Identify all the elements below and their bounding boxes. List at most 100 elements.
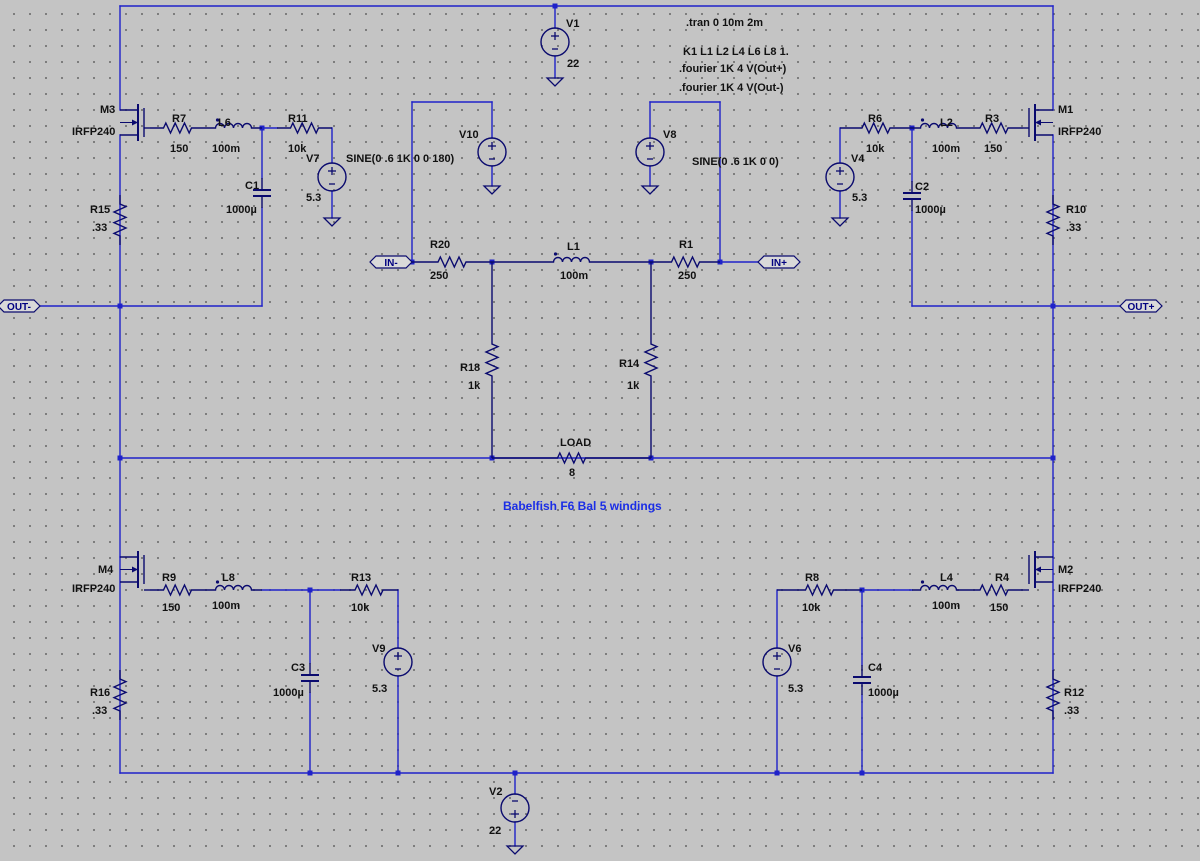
in-minus-port	[369, 255, 413, 269]
r6-resistor	[840, 121, 912, 135]
v8-designator: V8	[663, 129, 676, 141]
r10-value: .33	[1066, 222, 1081, 234]
m4-value: IRFP240	[72, 583, 115, 595]
v1-value: 22	[567, 58, 579, 70]
r13-designator: R13	[351, 572, 371, 584]
v6-source	[762, 647, 792, 677]
l8-designator: L8	[222, 572, 235, 584]
v10-source	[477, 137, 507, 167]
r1-value: 250	[678, 270, 696, 282]
components	[0, 27, 1163, 855]
c2-designator: C2	[915, 181, 929, 193]
v8-source	[635, 137, 665, 167]
c1-capacitor	[253, 178, 271, 208]
r6-designator: R6	[868, 113, 882, 125]
v4-designator: V4	[851, 153, 865, 165]
r20-designator: R20	[430, 239, 450, 251]
in-minus-port-label: IN-	[384, 258, 397, 269]
r10-designator: R10	[1066, 204, 1086, 216]
c3-designator: C3	[291, 662, 305, 674]
v4-source	[825, 162, 855, 192]
v1-source	[540, 27, 570, 57]
c3-capacitor	[301, 663, 319, 693]
spice-directive: K1 L1 L2 L4 L6 L8 1.	[683, 46, 789, 58]
r4-designator: R4	[995, 572, 1010, 584]
r9-resistor	[150, 583, 205, 597]
r9-value: 150	[162, 602, 180, 614]
c4-value: 1000µ	[868, 687, 899, 699]
c1-designator: C1	[245, 180, 259, 192]
r9-designator: R9	[162, 572, 176, 584]
v8-ground	[640, 185, 660, 195]
l4-value: 100m	[932, 600, 960, 612]
v6-designator: V6	[788, 643, 801, 655]
v7-ground	[322, 217, 342, 227]
out-plus-port-label: OUT+	[1128, 302, 1155, 313]
c2-value: 1000µ	[915, 204, 946, 216]
r1-resistor	[651, 255, 720, 269]
m3-value: IRFP240	[72, 126, 115, 138]
r8-designator: R8	[805, 572, 819, 584]
l2-value: 100m	[932, 143, 960, 155]
load-designator: LOAD	[560, 437, 591, 449]
r4-value: 150	[990, 602, 1008, 614]
v10-value: SINE(0 .6 1K 0 0 180)	[346, 153, 455, 165]
v2-ground	[505, 845, 525, 855]
r20-resistor	[412, 255, 492, 269]
v8-value: SINE(0 .6 1K 0 0)	[692, 156, 779, 168]
r13-value: 10k	[351, 602, 370, 614]
m3-mosfet	[120, 104, 150, 141]
r11-value: 10k	[288, 143, 307, 155]
wires	[39, 3, 1121, 847]
l8-value: 100m	[212, 600, 240, 612]
r4-resistor	[965, 583, 1023, 597]
r8-resistor	[777, 583, 862, 597]
r12-designator: R12	[1064, 687, 1084, 699]
v4-ground	[830, 217, 850, 227]
c1-value: 1000µ	[226, 204, 257, 216]
r6-value: 10k	[866, 143, 885, 155]
v6-value: 5.3	[788, 683, 803, 695]
m3-designator: M3	[100, 104, 115, 116]
m4-mosfet	[120, 551, 150, 591]
r15-value: .33	[92, 222, 107, 234]
r3-value: 150	[984, 143, 1002, 155]
v9-value: 5.3	[372, 683, 387, 695]
r18-resistor	[484, 262, 500, 458]
r20-value: 250	[430, 270, 448, 282]
v2-value: 22	[489, 825, 501, 837]
r14-designator: R14	[619, 358, 640, 370]
r11-resistor	[277, 121, 332, 135]
r16-value: .33	[92, 705, 107, 717]
r13-resistor	[340, 583, 398, 597]
r7-designator: R7	[172, 113, 186, 125]
v7-source	[317, 162, 347, 192]
spice-directive: .fourier 1K 4 V(Out+)	[679, 63, 787, 75]
in-plus-port-label: IN+	[771, 258, 787, 269]
v4-value: 5.3	[852, 192, 867, 204]
r18-value: 1k	[468, 380, 481, 392]
m4-designator: M4	[98, 564, 114, 576]
v9-designator: V9	[372, 643, 385, 655]
r12-resistor	[1045, 670, 1061, 720]
v2-source	[500, 793, 530, 823]
m1-designator: M1	[1058, 104, 1073, 116]
r3-designator: R3	[985, 113, 999, 125]
c4-capacitor	[853, 665, 871, 695]
m2-designator: M2	[1058, 564, 1073, 576]
l4-inductor	[912, 580, 965, 591]
out-plus-port	[1119, 299, 1163, 313]
v10-designator: V10	[459, 129, 479, 141]
r10-resistor	[1045, 195, 1061, 245]
r18-designator: R18	[460, 362, 480, 374]
v9-source	[383, 647, 413, 677]
r14-value: 1k	[627, 380, 640, 392]
m2-mosfet	[1023, 551, 1053, 591]
v7-designator: V7	[306, 153, 319, 165]
r15-designator: R15	[90, 204, 110, 216]
l6-inductor	[205, 118, 262, 129]
l1-value: 100m	[560, 270, 588, 282]
r16-designator: R16	[90, 687, 110, 699]
c2-capacitor	[903, 181, 921, 211]
